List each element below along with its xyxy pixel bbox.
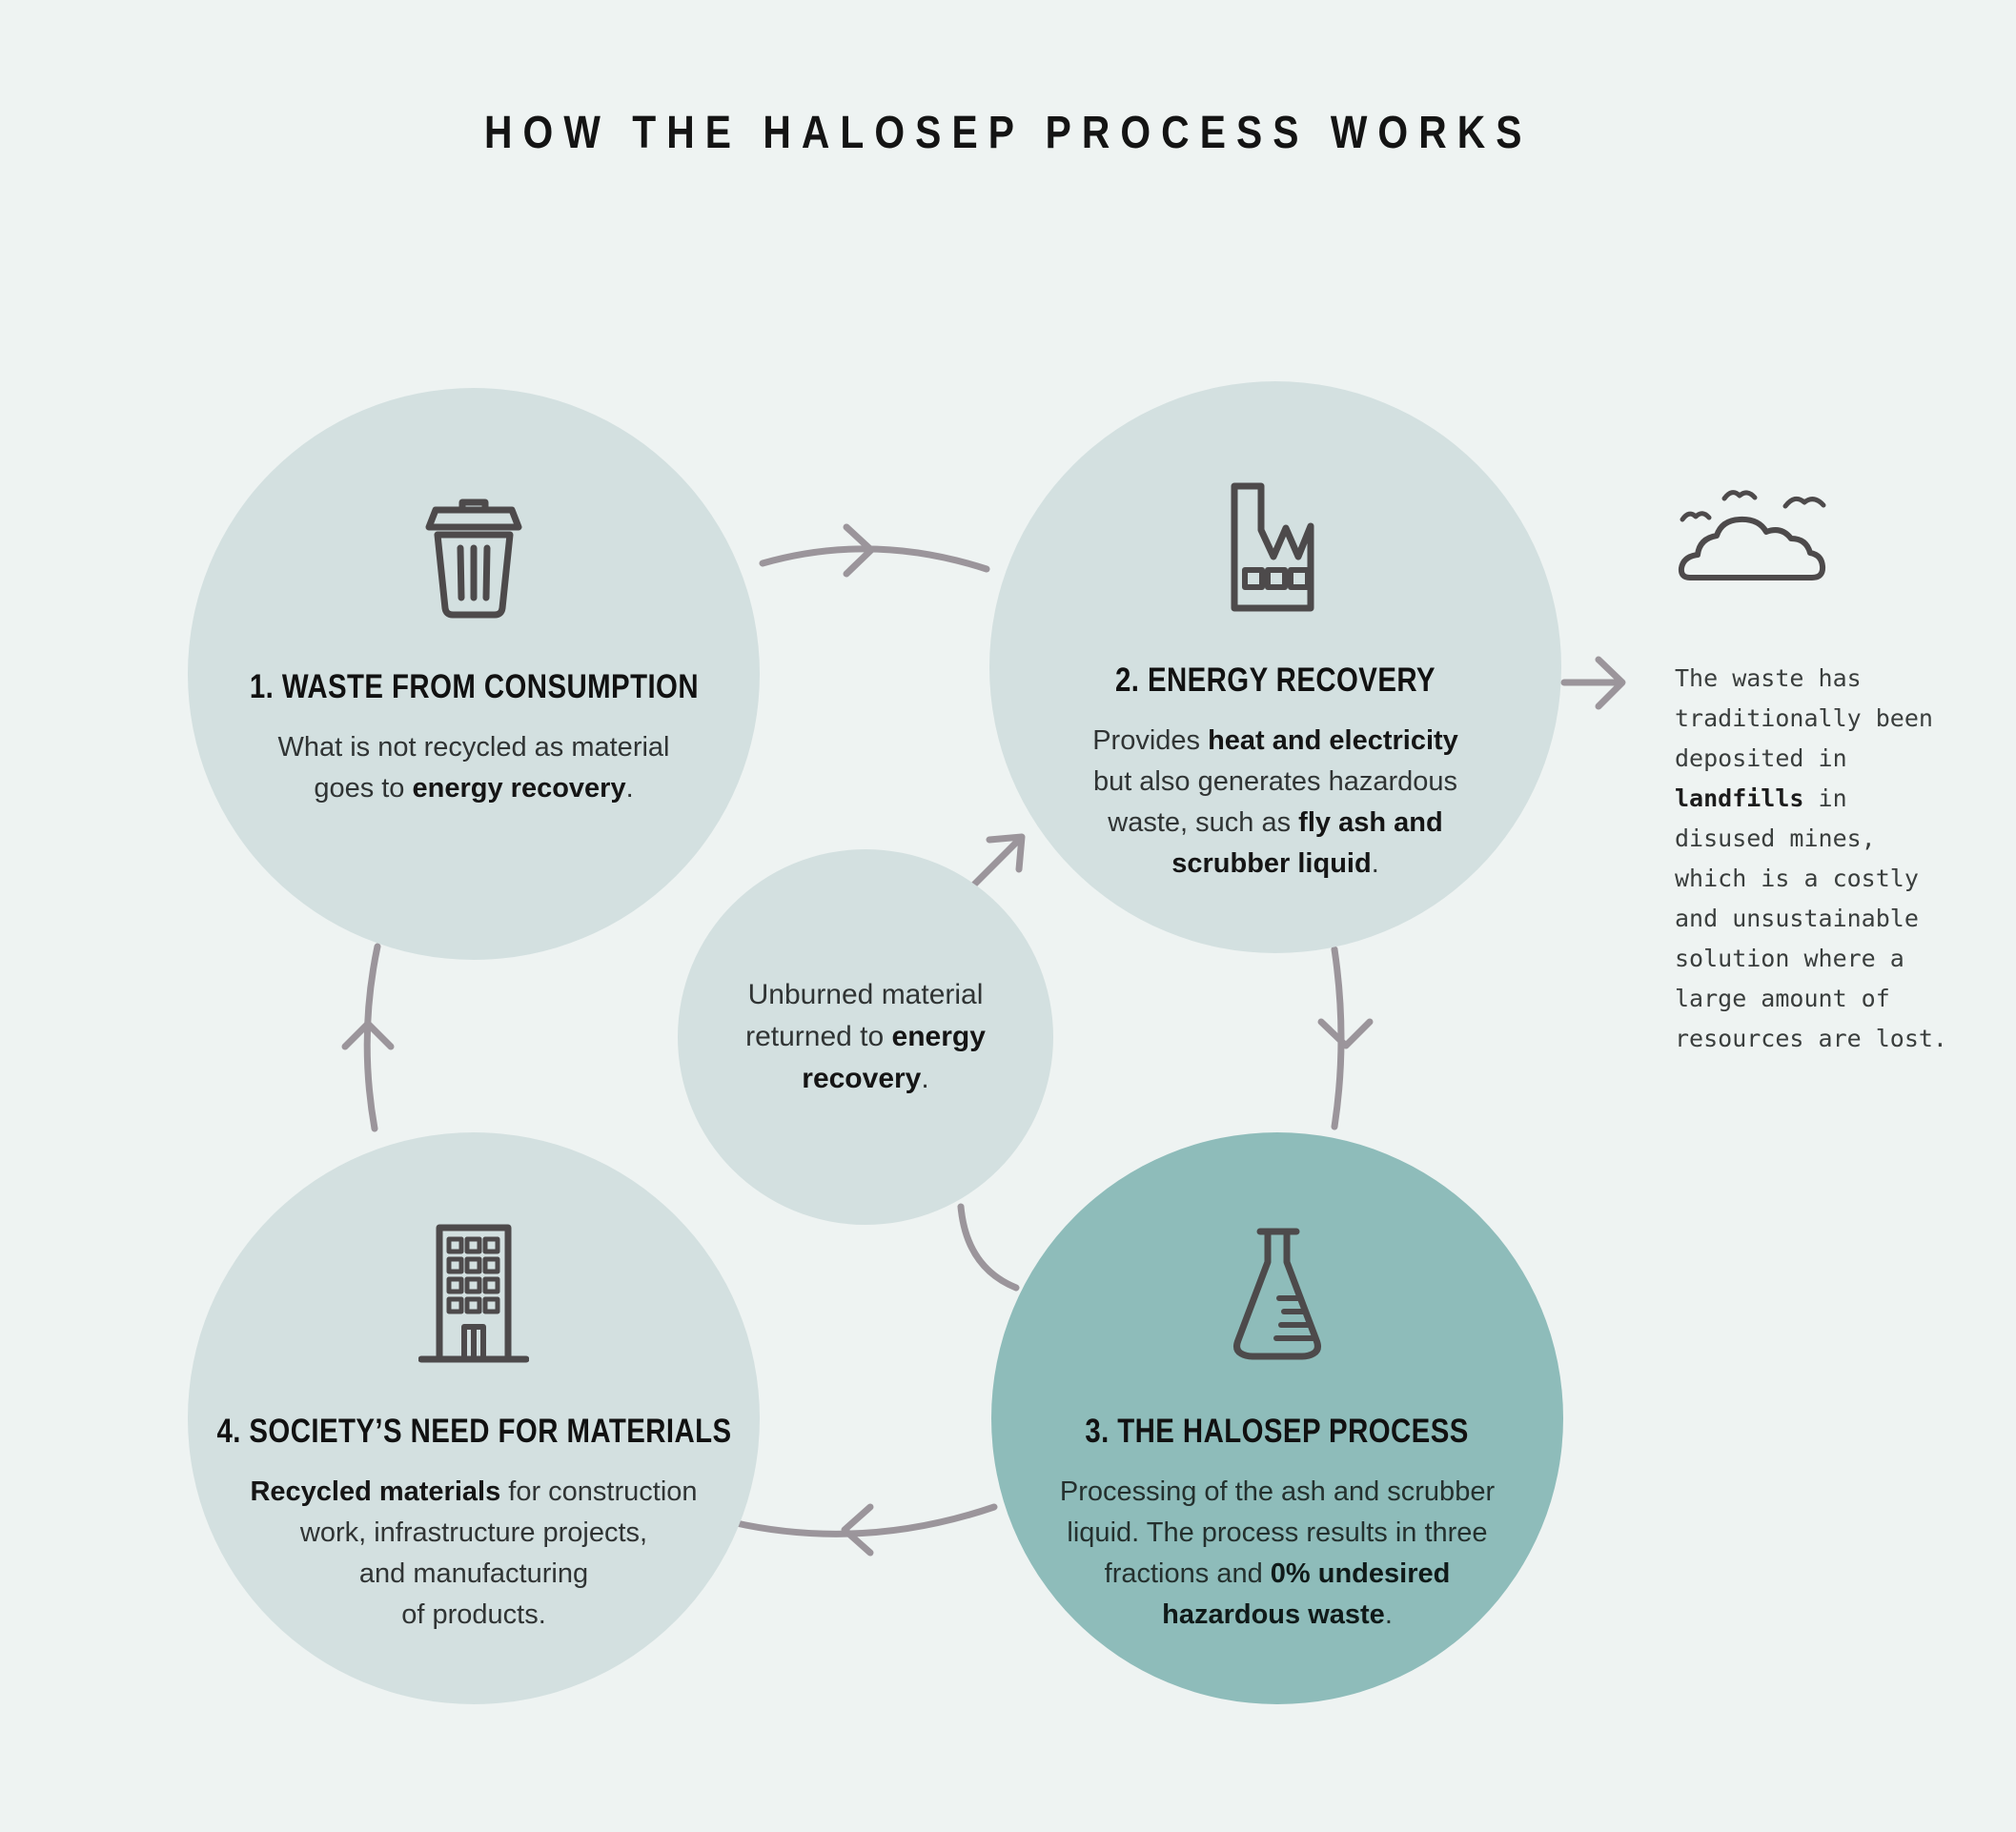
arrow-step3-to-center xyxy=(957,1203,1020,1292)
arrowhead-step2-to-side-note xyxy=(1595,656,1626,710)
step-3-heading: 3. THE HALOSEP PROCESS xyxy=(1085,1413,1470,1450)
step-circle-4: 4. SOCIETY’S NEED FOR MATERIALS Recycled… xyxy=(188,1132,760,1704)
arrowhead-step3-to-step4 xyxy=(841,1503,874,1557)
building-icon xyxy=(418,1220,529,1363)
arrowhead-step2-to-step3 xyxy=(1317,1018,1374,1049)
step-4-heading: 4. SOCIETY’S NEED FOR MATERIALS xyxy=(215,1413,732,1450)
arrowhead-step1-to-step2 xyxy=(843,523,875,578)
arrow-step4-to-step1 xyxy=(363,943,381,1132)
step-2-heading: 2. ENERGY RECOVERY xyxy=(1115,662,1436,699)
factory-icon xyxy=(1219,469,1332,612)
flask-icon xyxy=(1222,1220,1333,1363)
page-title-text: HOW THE HALOSEP PROCESS WORKS xyxy=(483,108,1533,158)
cloud-birds-icon xyxy=(1675,481,1839,584)
page-title: HOW THE HALOSEP PROCESS WORKS xyxy=(0,107,2016,159)
step-circle-3: 3. THE HALOSEP PROCESS Processing of the… xyxy=(991,1132,1563,1704)
trash-icon xyxy=(424,476,523,619)
step-circle-2: 2. ENERGY RECOVERY Provides heat and ele… xyxy=(989,381,1561,953)
arrow-step1-to-step2 xyxy=(759,545,990,573)
arrow-step2-to-step3 xyxy=(1331,946,1345,1130)
arrow-center-to-step2 xyxy=(970,837,1022,888)
step-1-heading: 1. WASTE FROM CONSUMPTION xyxy=(249,668,699,705)
step-circle-1: 1. WASTE FROM CONSUMPTION What is not re… xyxy=(188,388,760,960)
arrowhead-center-to-step2 xyxy=(986,833,1026,873)
arrowhead-step4-to-step1 xyxy=(341,1020,395,1050)
arrow-step3-to-step4 xyxy=(728,1503,998,1537)
